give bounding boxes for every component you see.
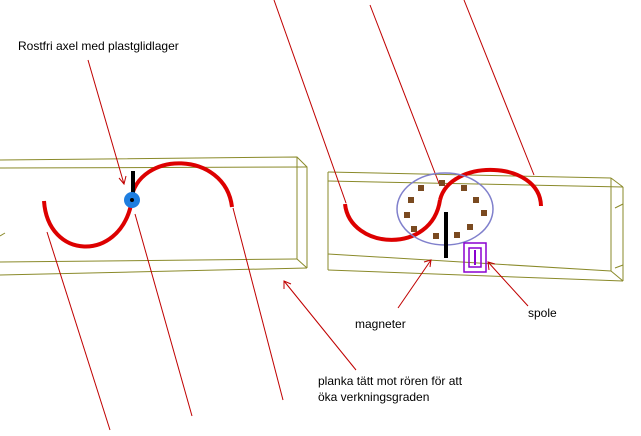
magnet-icon	[408, 197, 414, 203]
leader-lines	[87, 59, 529, 371]
coil-icon	[463, 242, 487, 273]
axle-label: Rostfri axel med plastglidlager	[18, 39, 179, 53]
plank-label-line1: planka tätt mot rören för att	[318, 374, 463, 388]
edge-marks	[0, 203, 624, 269]
magnet-icon	[418, 185, 424, 191]
magnet-icon	[439, 180, 445, 186]
left-plank	[0, 156, 308, 276]
right-tube-curve	[343, 168, 543, 242]
magnets	[404, 180, 487, 239]
magnet-icon	[467, 224, 473, 230]
left-tube-curve	[42, 161, 234, 249]
axle-hole	[130, 198, 134, 202]
magnet-icon	[461, 185, 467, 191]
magnet-icon	[411, 226, 417, 232]
plank-label-line2: öka verkningsgraden	[318, 390, 430, 404]
tube-lines	[46, 0, 535, 431]
magnet-icon	[404, 212, 410, 218]
coil-label: spole	[528, 306, 557, 320]
magnet-icon	[433, 233, 439, 239]
magnet-icon	[481, 210, 487, 216]
magnets-label: magneter	[355, 317, 406, 331]
plank-label: planka tätt mot rören för att öka verkni…	[318, 373, 462, 405]
magnet-icon	[473, 197, 479, 203]
magnet-icon	[454, 232, 460, 238]
